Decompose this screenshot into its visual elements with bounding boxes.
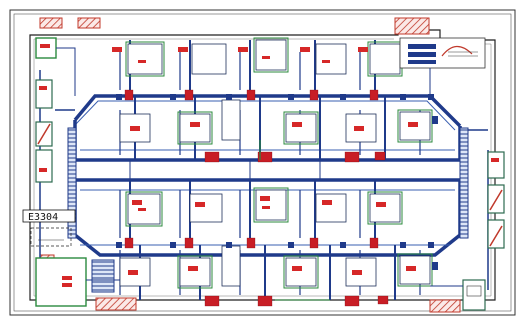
- left-side-equipment: [35, 37, 57, 183]
- misc-connectors: [56, 47, 463, 301]
- vertical-main-left: [67, 127, 77, 239]
- wall-opening-hatch: [39, 17, 63, 29]
- equipment-row-lower-a: [125, 187, 403, 227]
- sheet-border-inner: [13, 13, 512, 312]
- top-right-unit: [399, 37, 486, 69]
- equipment-tag-box: E3304: [22, 209, 76, 247]
- pipe-nodes: [116, 94, 438, 270]
- bottom-left-unit: [35, 257, 115, 307]
- wall-opening-hatch: [77, 17, 101, 29]
- equipment-row-upper-b: [119, 99, 433, 145]
- right-side-equipment: [462, 151, 505, 311]
- dashed-enclosure: [30, 227, 72, 247]
- instrument-tags: [112, 47, 418, 275]
- header-valves: [124, 89, 389, 307]
- wall-opening-hatch: [429, 299, 461, 313]
- vertical-main-right: [459, 127, 469, 239]
- equipment-tag-label: E3304: [28, 212, 58, 223]
- equipment-row-upper-a: [125, 37, 403, 77]
- wall-opening-hatch: [394, 17, 430, 35]
- wall-opening-hatch: [95, 297, 137, 311]
